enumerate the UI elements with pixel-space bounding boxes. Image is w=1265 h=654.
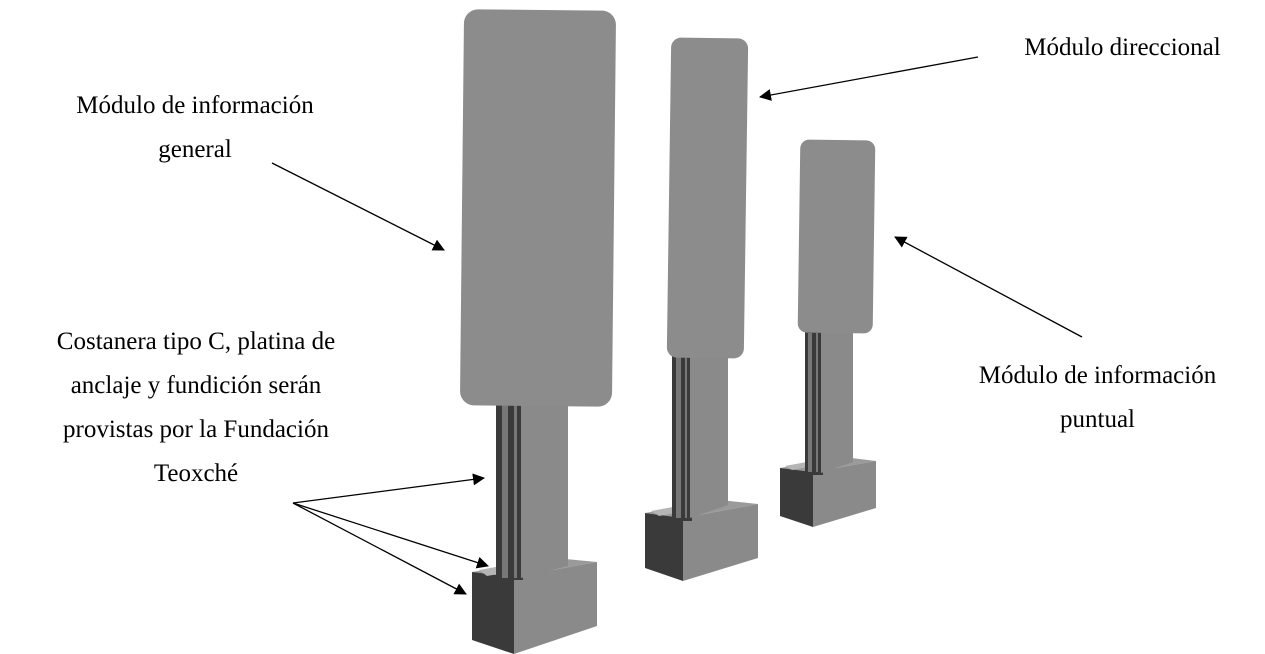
label-line: provistas por la Fundación — [63, 416, 329, 443]
arrow-to-c-channel — [292, 473, 485, 504]
label-line: anclaje y fundición serán — [70, 372, 322, 399]
c-channel-post-general — [496, 385, 568, 580]
label-line: Módulo direccional — [1024, 34, 1221, 61]
label-line: puntual — [1060, 406, 1135, 433]
label-line: Teoxché — [153, 460, 239, 487]
c-channel-post-direccional — [672, 346, 728, 521]
panel-puntual — [797, 139, 876, 334]
label-modulo-informacion-puntual: Módulo de información puntual — [935, 354, 1260, 442]
arrow-to-anchor-plate — [292, 502, 489, 569]
panel-direccional — [666, 37, 749, 359]
label-line: Costanera tipo C, platina de — [56, 328, 336, 355]
leader-arrows — [271, 56, 1083, 595]
label-modulo-informacion-general: Módulo de información general — [30, 84, 360, 172]
module-puntual — [780, 139, 876, 527]
label-modulo-direccional: Módulo direccional — [985, 26, 1260, 70]
arrow-to-puntual-panel — [894, 236, 1083, 338]
label-line: Módulo de información — [978, 362, 1217, 389]
label-line: Módulo de información — [76, 92, 314, 119]
arrow-to-general-panel — [271, 162, 445, 251]
label-costanera-platina-fundicion: Costanera tipo C, platina de anclaje y f… — [0, 320, 392, 496]
panel-general — [460, 9, 616, 407]
foundation-block-puntual — [780, 456, 876, 527]
arrow-to-foundation — [292, 502, 467, 595]
label-line: general — [158, 136, 232, 163]
module-general — [460, 9, 616, 654]
module-direccional — [645, 37, 758, 581]
c-channel-post-puntual — [805, 324, 853, 475]
arrow-to-direccional-panel — [759, 56, 979, 101]
